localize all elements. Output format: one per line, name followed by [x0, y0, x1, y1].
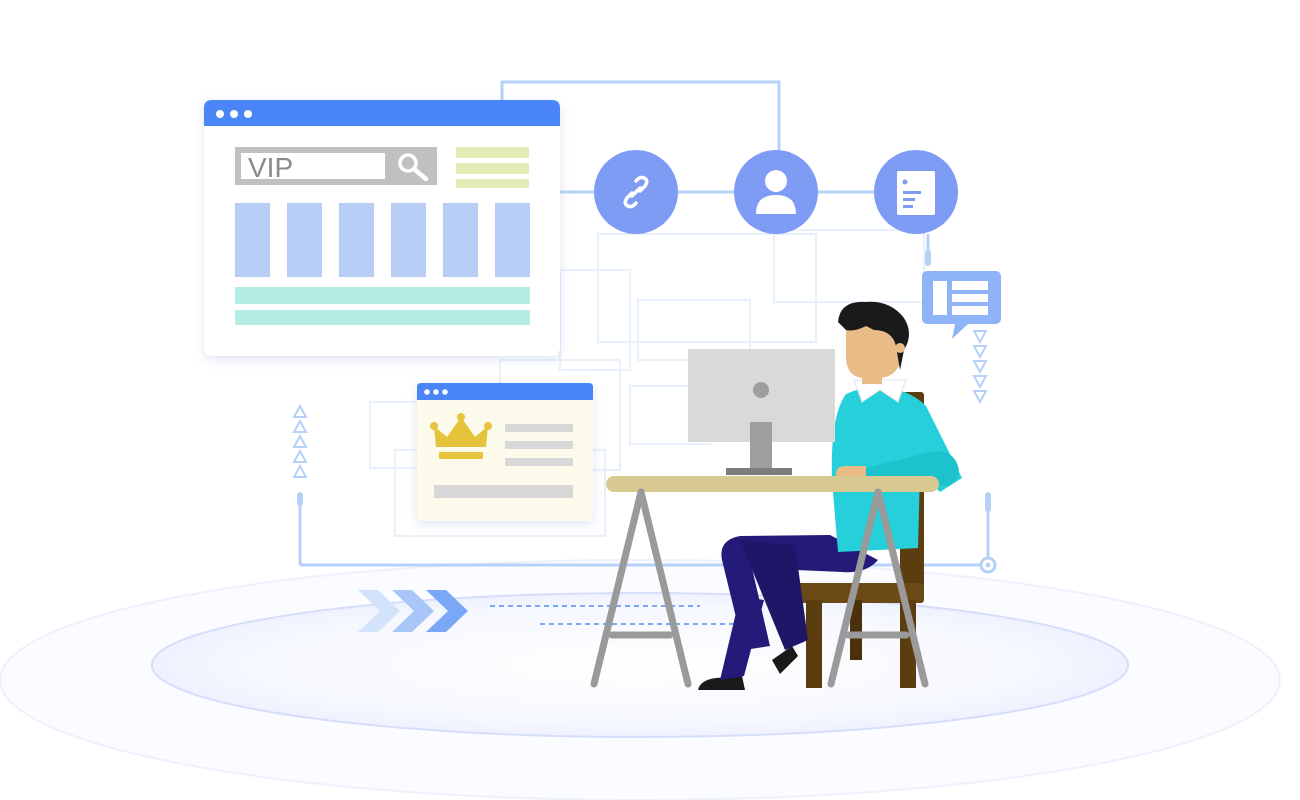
- search-input[interactable]: [241, 153, 385, 179]
- right-connector-dot: [985, 562, 991, 568]
- link-icon: [623, 175, 649, 209]
- message-bubble[interactable]: [922, 271, 1001, 339]
- person-hair: [838, 301, 909, 370]
- floor: [0, 559, 1281, 800]
- content-column: [287, 203, 322, 277]
- browser-title-bar: [204, 100, 560, 126]
- search-input-value: VIP: [248, 152, 293, 183]
- desk: [590, 476, 939, 688]
- content-column: [391, 203, 426, 277]
- person-shoe-right: [772, 646, 798, 674]
- list-icon: [933, 281, 988, 315]
- content-column: [235, 203, 270, 277]
- person-collar: [853, 379, 907, 403]
- floor-inner-ring: [151, 592, 1129, 738]
- document-circle[interactable]: [874, 150, 958, 234]
- top-connector-pin: [925, 250, 931, 266]
- highlight-stripes: [456, 147, 529, 188]
- browser-window-dots: [216, 110, 252, 118]
- content-column: [495, 203, 530, 277]
- desk-top: [606, 476, 939, 492]
- document-icon: [897, 171, 935, 215]
- browser-dot-3: [244, 110, 252, 118]
- browser-dot-2: [230, 110, 238, 118]
- dashed-lines: [490, 605, 750, 625]
- monitor-logo: [753, 382, 769, 398]
- content-columns: [235, 203, 530, 277]
- down-arrows: [972, 330, 988, 405]
- content-column: [443, 203, 478, 277]
- monitor-base: [726, 468, 792, 475]
- user-icon: [756, 170, 796, 214]
- user-circle[interactable]: [734, 150, 818, 234]
- person-shoe-left: [698, 676, 745, 690]
- vip-card-title-bar: [417, 383, 593, 400]
- monitor-stand: [750, 422, 772, 470]
- browser-dot-1: [216, 110, 224, 118]
- crown-icon: [430, 413, 492, 459]
- vip-card-lines: [434, 424, 573, 498]
- monitor: [688, 349, 835, 475]
- up-arrows: [292, 403, 308, 478]
- right-connector-pin: [985, 492, 991, 512]
- content-bar-2: [235, 310, 530, 325]
- chevron-arrows: [358, 590, 468, 632]
- content-column: [339, 203, 374, 277]
- vip-card-dots: [424, 389, 448, 395]
- left-connector-pin: [297, 492, 303, 506]
- search-icon[interactable]: [398, 153, 429, 182]
- content-bar-1: [235, 287, 530, 304]
- link-circle[interactable]: [594, 150, 678, 234]
